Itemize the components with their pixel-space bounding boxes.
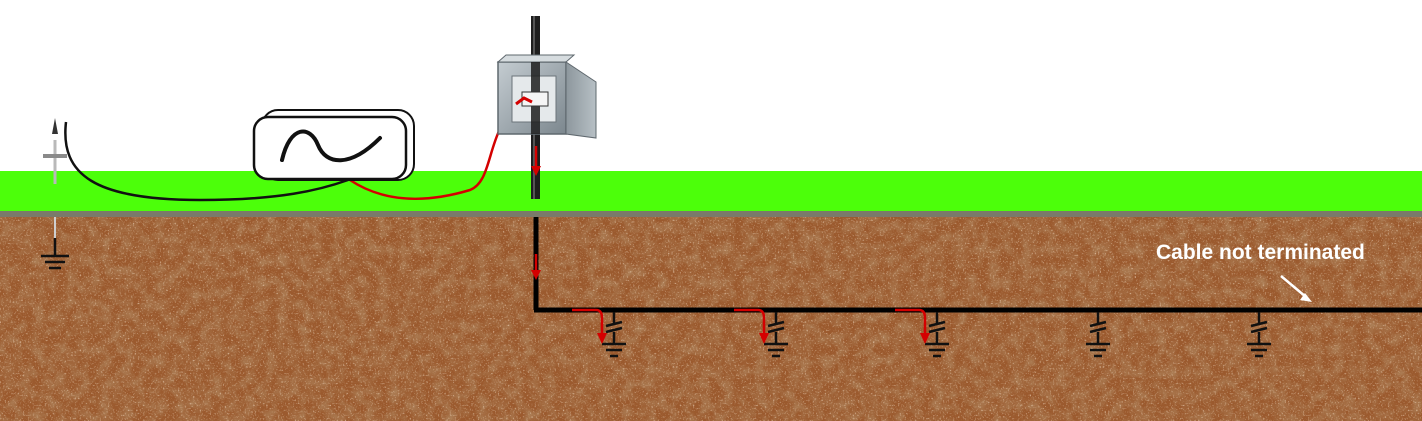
pole-enclosure <box>496 54 597 139</box>
grass-surface <box>0 171 1422 217</box>
ground-icon <box>41 238 69 270</box>
ground-lead-black <box>64 121 349 202</box>
leakage-current-arrow <box>572 308 607 344</box>
sine-wave-icon <box>280 129 382 163</box>
capacitor-icon <box>602 312 626 358</box>
current-arrow-pole <box>531 146 541 176</box>
capacitor-icon <box>1086 312 1110 358</box>
soil <box>0 215 1422 421</box>
capacitor-icon <box>925 312 949 358</box>
leakage-current-arrow <box>895 308 930 344</box>
leakage-current-arrow <box>734 308 769 344</box>
cable-not-terminated-label: Cable not terminated <box>1156 241 1365 264</box>
label-arrow <box>1280 275 1312 302</box>
signal-transmitter <box>252 109 415 181</box>
capacitor-icon <box>1247 312 1271 358</box>
current-arrow-riser <box>531 254 541 280</box>
capacitor-icon <box>764 312 788 358</box>
